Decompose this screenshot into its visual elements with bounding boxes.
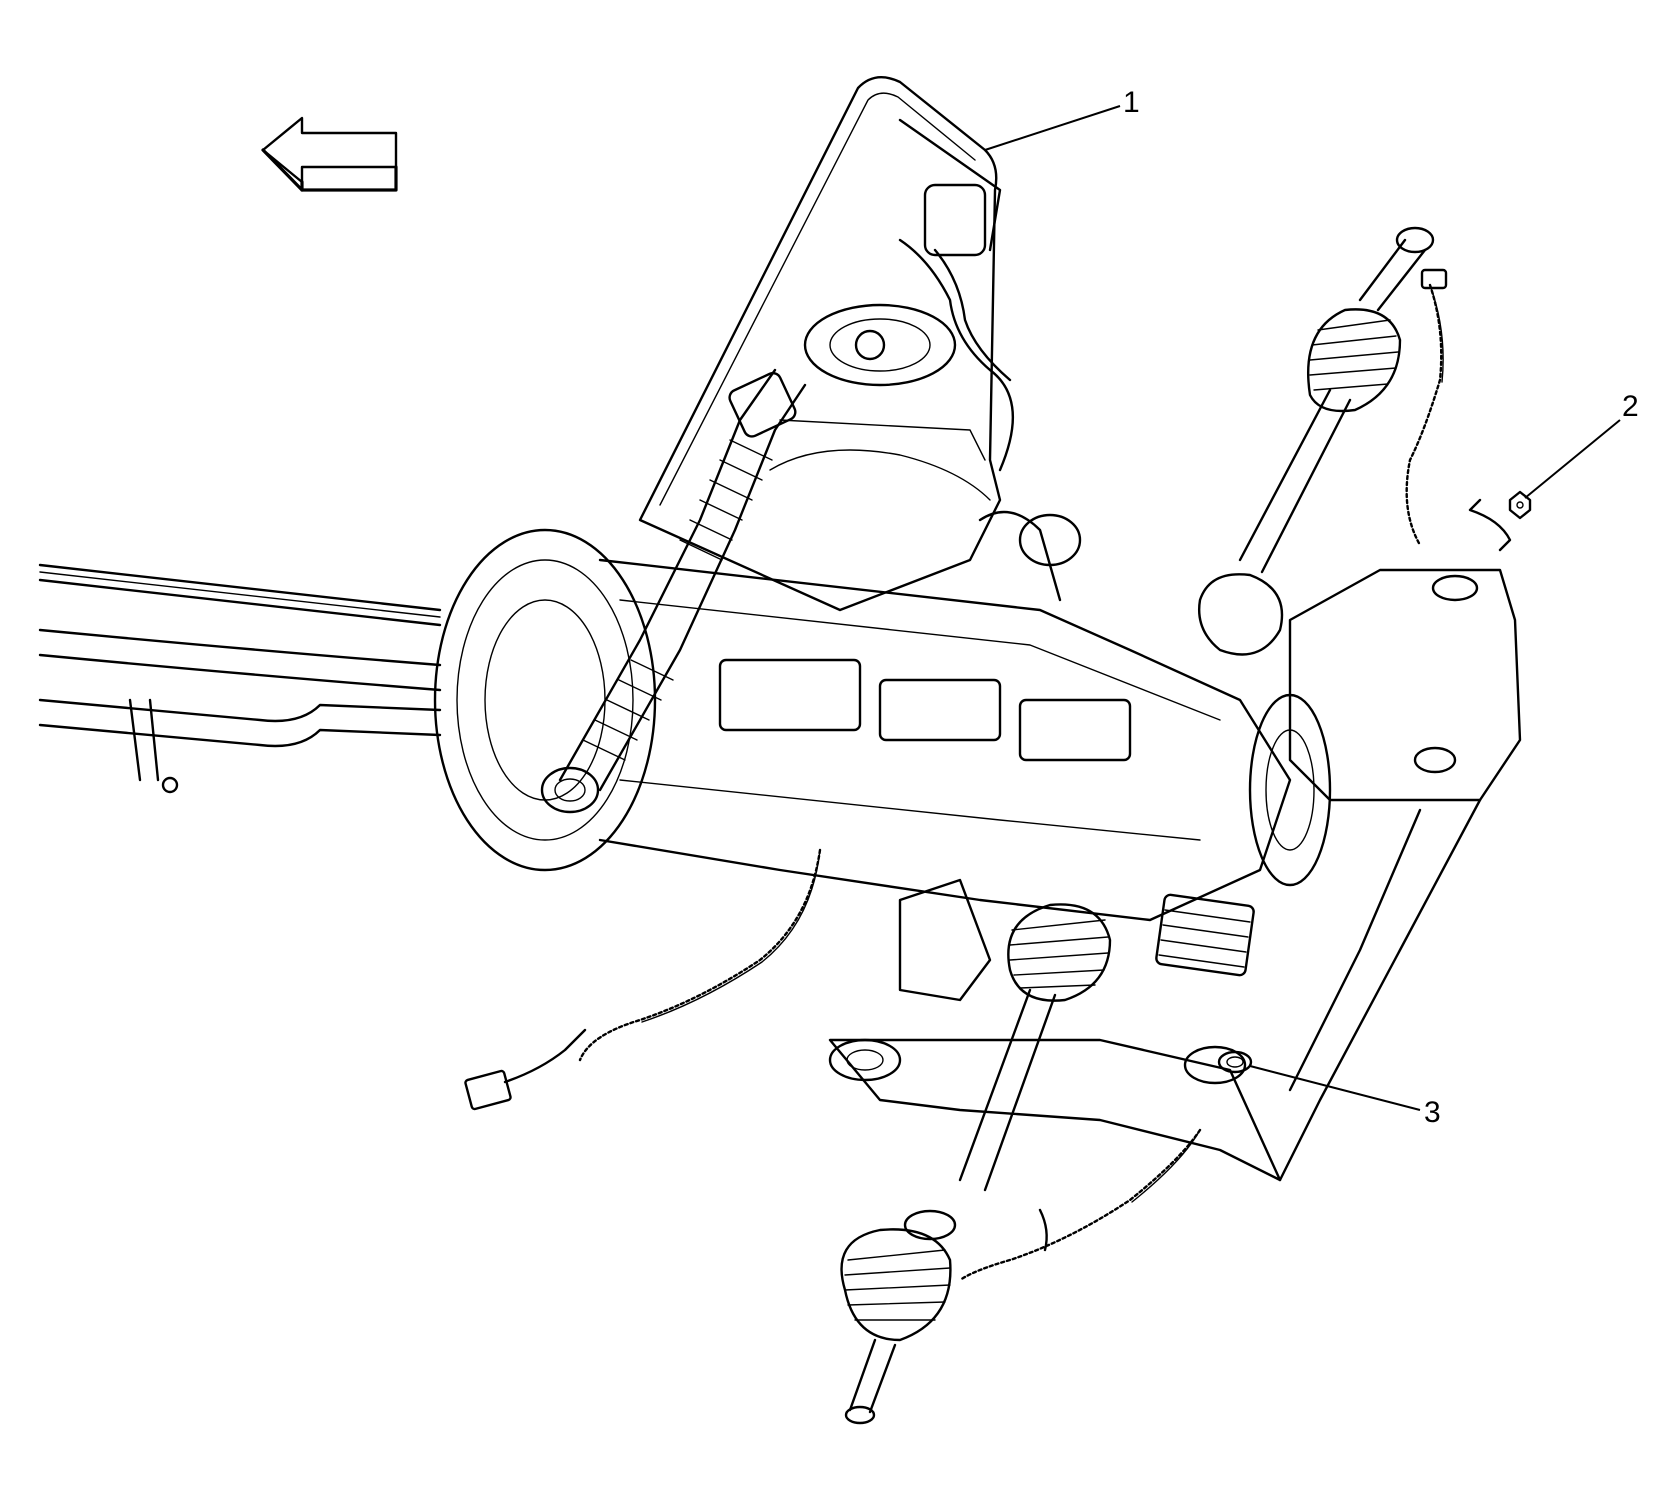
- callout-label-1: 1: [1123, 86, 1140, 119]
- left-halfshaft: [840, 903, 1112, 1425]
- wiring-harness: [464, 268, 1512, 1282]
- left-arrow-icon: [261, 116, 398, 192]
- callout-3-leader: [1249, 1065, 1421, 1111]
- fuel-tank: [638, 76, 1015, 612]
- frame-crossmember: [38, 563, 1522, 1182]
- transmission-housing: [433, 510, 1332, 977]
- right-halfshaft: [1198, 226, 1435, 656]
- bolt-fastener: [1508, 490, 1532, 520]
- callout-label-2: 2: [1622, 390, 1639, 423]
- callout-label-3: 3: [1424, 1096, 1441, 1129]
- callout-2-leader: [1524, 419, 1621, 499]
- mount-bushing: [1217, 1050, 1253, 1074]
- callout-1-leader: [984, 105, 1121, 151]
- steering-rack: [540, 368, 807, 814]
